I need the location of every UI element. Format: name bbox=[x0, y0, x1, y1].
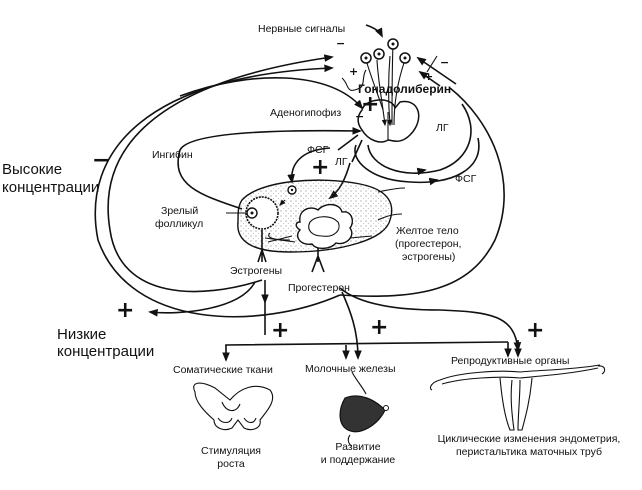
distribution-bus bbox=[225, 341, 509, 346]
label-adenohypophysis: Аденогипофиз bbox=[270, 107, 342, 119]
plus-sign-crossed: + bbox=[424, 70, 434, 83]
lh-right-loop bbox=[367, 103, 472, 174]
label-mature-follicle-1: Зрелый bbox=[161, 205, 199, 217]
label-progesterone: Прогестерон bbox=[288, 282, 350, 294]
plus-sign-somatic: + bbox=[271, 318, 290, 343]
feedback-to-adenohypophysis bbox=[179, 77, 364, 110]
label-development-2: и поддержание bbox=[320, 454, 396, 466]
plus-sign-adenohypophysis: + bbox=[361, 92, 380, 117]
label-inhibin: Ингибин bbox=[152, 149, 193, 161]
label-development-1: Развитие bbox=[335, 441, 381, 453]
hypothalamus-input-plus bbox=[341, 69, 367, 91]
label-corpus-luteum-1: Желтое тело bbox=[396, 225, 459, 237]
label-gonadoliberin: Гонадолиберин bbox=[358, 82, 452, 96]
minus-sign-crossed: − bbox=[440, 56, 450, 69]
label-cyclic-changes-2: перистальтика маточных труб bbox=[455, 446, 603, 458]
label-lh-right: ЛГ bbox=[436, 122, 449, 134]
progesterone-to-mammary bbox=[341, 291, 362, 360]
feedback-crossed-1 bbox=[416, 56, 457, 85]
label-lh-left: ЛГ bbox=[335, 156, 348, 168]
minus-sign-adenohypophysis: − bbox=[355, 110, 365, 123]
estrogen-inner-loop bbox=[148, 281, 256, 317]
feedback-crossed-2 bbox=[418, 70, 441, 87]
nerve-signals-arrow bbox=[365, 24, 383, 38]
minus-sign-high-conc: − bbox=[92, 148, 111, 173]
label-nerve-signals: Нервные сигналы bbox=[258, 23, 346, 35]
low-conc-feedback-loop bbox=[94, 64, 341, 318]
high-conc-feedback-loop bbox=[107, 54, 334, 293]
label-estrogens: Эстрогены bbox=[230, 265, 283, 277]
uterus-illustration bbox=[429, 364, 606, 431]
label-mammary-glands: Молочные железы bbox=[305, 363, 396, 375]
corpus-luteum bbox=[295, 203, 354, 250]
plus-sign-low-conc: + bbox=[116, 298, 135, 323]
label-growth-2: роста bbox=[217, 458, 245, 470]
label-cyclic-changes-1: Циклические изменения эндометрия, bbox=[437, 433, 621, 445]
minus-sign-hypothalamus-1: − bbox=[336, 37, 346, 50]
label-reproductive-organs: Репродуктивные органы bbox=[451, 355, 570, 367]
plus-sign-ovary: + bbox=[311, 155, 330, 180]
label-high-concentrations-1: Высокие bbox=[2, 161, 63, 178]
label-mature-follicle-2: фолликул bbox=[155, 218, 204, 230]
label-growth-1: Стимуляция bbox=[201, 445, 261, 457]
plus-sign-mammary: + bbox=[370, 315, 389, 340]
progesterone-to-reproductive bbox=[339, 287, 522, 352]
fsh-to-ovary bbox=[287, 147, 331, 184]
plus-sign-hypothalamus: + bbox=[349, 65, 359, 78]
neurons bbox=[360, 38, 411, 127]
right-feedback-loop bbox=[339, 87, 505, 297]
inhibin-arrow bbox=[177, 127, 362, 210]
label-fsh-left: ФСГ bbox=[307, 144, 329, 156]
plus-sign-reproductive: + bbox=[526, 318, 545, 343]
label-corpus-luteum-3: эстрогены) bbox=[402, 251, 456, 263]
pelvis-illustration bbox=[193, 382, 274, 431]
label-fsh-right: ФСГ bbox=[455, 173, 477, 185]
label-low-concentrations-1: Низкие bbox=[57, 326, 107, 343]
label-low-concentrations-2: концентрации bbox=[57, 343, 155, 360]
fsh-right-loop bbox=[354, 137, 480, 184]
label-corpus-luteum-2: (прогестерон, bbox=[395, 238, 462, 250]
mammary-illustration bbox=[339, 371, 389, 447]
label-somatic-tissues: Соматические ткани bbox=[173, 364, 273, 376]
label-high-concentrations-2: концентрации bbox=[2, 179, 100, 196]
